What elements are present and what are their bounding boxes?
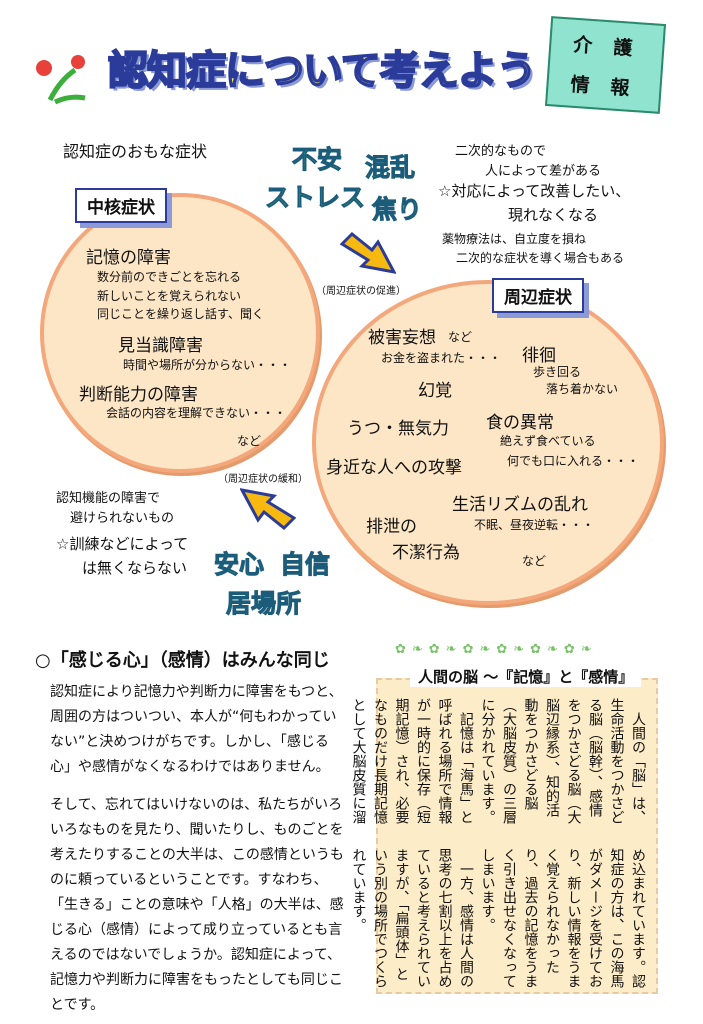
brain-text-top: 人間の「脳」は、生命活動をつかさどる脳（脳幹）、感情をつかさどる脳（大脳辺縁系）… [347,698,648,848]
text-column: に分かれています。 [479,698,496,824]
word-confidence: 自信 [279,550,331,580]
peripheral-item: 生活リズムの乱れ [452,495,588,515]
text-column: がダメージを受けてお [587,848,603,988]
note: 二次的な症状を導く場合もある [456,251,625,265]
note: ☆対応によって改善したい、 [438,182,631,200]
core-item-detail: 会話の内容を理解できない・・・ [106,406,287,420]
core-item-title: 判断能力の障害 [79,385,198,405]
text-column: 一方、感情は人間の [458,848,474,988]
peripheral-item: うつ・無気力 [347,419,449,439]
text-column: なものだけ長期記憶 [372,698,388,824]
brain-info-box: 人間の「脳」は、生命活動をつかさどる脳（脳幹）、感情をつかさどる脳（大脳辺縁系）… [351,678,658,994]
note: ☆訓練などによって [56,535,189,553]
core-symptoms-label: 中核症状 [75,188,167,223]
tag-char: 報 [609,76,631,100]
note: 人によって差がある [485,164,601,179]
text-column: り、新しい情報をうま [565,848,582,988]
core-item-detail: 時間や場所が分からない・・・ [123,358,292,372]
peripheral-detail: 不眠、昼夜逆転・・・ [474,518,595,532]
text-column: 期記憶）され、必要 [393,698,410,824]
note: は無くならない [82,559,188,577]
text-column: ますが、「扁頭体」と [393,848,410,981]
page-title: 認知症について考えよう [107,47,538,95]
peripheral-detail: 何でも口に入れる・・・ [507,454,640,468]
text-column: が一時的に保存（短 [415,698,431,824]
text-column: いう別の場所でつくら [372,848,388,988]
peripheral-symptoms-label: 周辺症状 [492,278,584,313]
text-column: しまいます。 [479,848,496,932]
peripheral-detail: 歩き回る [533,365,582,379]
peripheral-item: 徘徊 [522,346,556,366]
text-column: 思考の七割以上を占め [436,848,453,988]
text-column: 脳辺縁系）、知的活 [544,698,560,817]
text-column: れています。 [350,848,367,932]
text-column: 人間の「脳」は、 [630,698,646,824]
core-item-title: 見当識障害 [118,336,203,356]
brain-box-title: 人間の脳 ～『記憶』と『感情』 [410,666,642,687]
word-stress: ストレス [264,183,366,213]
flower-illustration [36,55,86,105]
peripheral-symptoms-circle [312,280,664,605]
peripheral-item: 幻覚 [418,381,452,401]
promote-label: （周辺症状の促進） [316,286,406,297]
note: 薬物療法は、自立度を損ね [442,232,587,246]
note: 避けられないもの [70,511,175,526]
note: 現れなくなる [508,206,599,224]
relieve-label: （周辺症状の緩和） [218,474,308,485]
peripheral-item: 排泄の [366,517,417,537]
core-item-detail: 新しいことを覚えられない [97,289,242,303]
word-frustration: 焦り [371,195,423,225]
word-anxiety: 不安 [291,145,343,175]
paragraph: 認知症により記憶力や判断力に障害をもつと、周囲の方はついつい、本人が“何もわかっ… [50,684,343,775]
text-column: として大脳皮質に溜 [350,698,367,824]
note: 二次的なもので [455,144,547,159]
brain-text-bottom: め込まれています。認知症の方は、この海馬がダメージを受けており、新しい情報をうま… [347,848,648,998]
core-item-detail: 数分前のできごとを忘れる [97,270,242,284]
tag-char: 介 [572,33,594,58]
word-relief: 安心 [213,550,265,580]
core-symptoms-circle [40,193,320,473]
text-column: をつかさどる脳（大 [565,698,582,824]
text-column: 呼ばれる場所で情報 [436,698,453,824]
text-column: ていると考えられてい [415,848,431,988]
section-heading: ○「感じる心」（感情）はみんな同じ [35,650,330,671]
text-column: （大脳皮質）の三層 [501,698,517,824]
core-item-detail: 同じことを繰り返し話す、聞く [97,307,265,321]
text-column: く覚えられなかった [544,848,560,974]
peripheral-item: 不潔行為 [392,543,460,563]
tag-char: 護 [612,36,633,60]
peripheral-detail: 落ち着かない [546,382,619,396]
core-etc: など [237,434,262,448]
arrow-up-left-icon [240,488,296,530]
peripheral-item: 被害妄想 [368,328,436,348]
text-column: 知症の方は、この海馬 [608,848,625,988]
word-belonging: 居場所 [225,589,302,619]
text-column: く引き出せなくなって [501,848,517,988]
peripheral-item: 食の異常 [486,413,554,433]
core-item-title: 記憶の障害 [86,248,171,268]
note: 認知機能の障害で [56,491,161,506]
peripheral-etc: など [522,554,547,568]
text-column: め込まれています。認 [630,848,646,988]
text-column: 生命活動をつかさど [608,698,625,824]
diagram-heading: 認知症のおもな症状 [63,142,208,161]
paragraph: そして、忘れてはいけないのは、私たちがいろいろなものを見たり、聞いたりし、ものご… [50,797,344,1013]
arrow-down-right-icon [340,232,396,274]
tag-char: 情 [569,73,591,97]
care-info-tag: 介 護 情 報 [545,16,666,114]
text-column: 動をつかさどる脳 [522,698,539,810]
peripheral-detail: 絶えず食べている [500,434,596,448]
text-column: り、過去の記憶をうま [522,848,539,988]
word-confusion: 混乱 [364,153,416,183]
peripheral-detail: お金を盗まれた・・・ [381,351,502,365]
peripheral-item: 身近な人への攻撃 [326,458,462,478]
peripheral-item: など [448,330,473,344]
text-column: 記憶は「海馬」と [458,698,474,824]
garland-decoration: ✿❧✿❧✿❧✿❧✿❧✿❧ [395,642,598,657]
text-column: る脳（脳幹）、感情 [587,698,603,817]
